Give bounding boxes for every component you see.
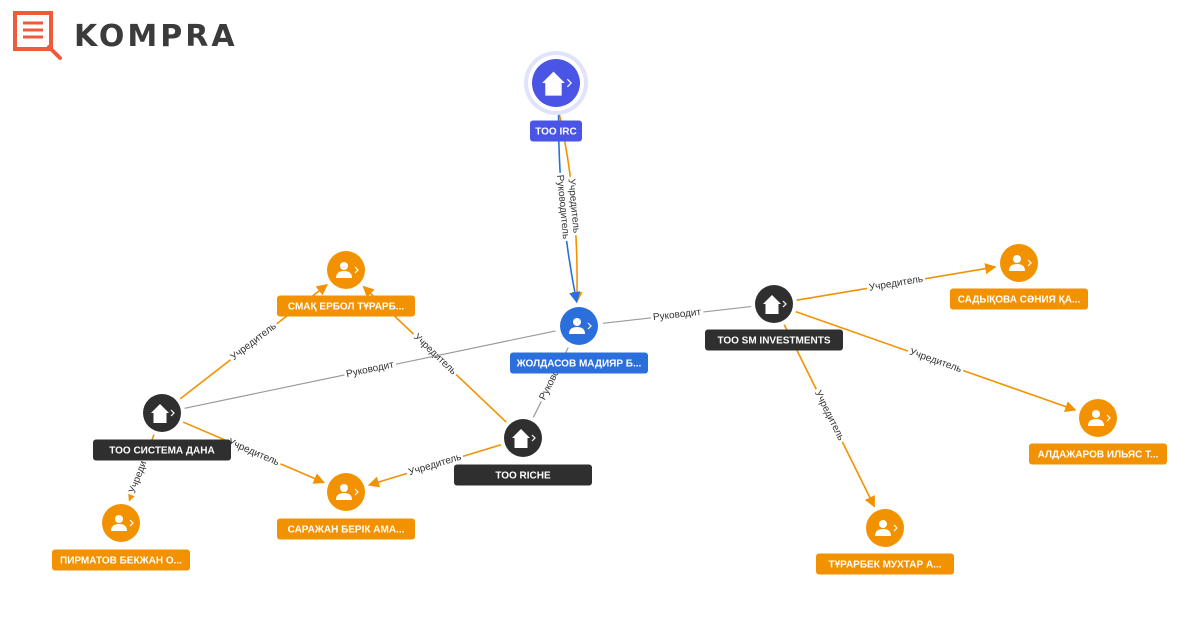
edge-sm-zholdasov[interactable]: Руководит xyxy=(602,305,752,325)
node-label: ПИРМАТОВ БЕКЖАН О... xyxy=(60,556,182,567)
chevron-right-icon xyxy=(566,78,573,88)
node-circle[interactable] xyxy=(102,504,140,542)
person-icon xyxy=(1088,410,1104,426)
node-label-box[interactable] xyxy=(530,120,582,142)
node-label-box[interactable] xyxy=(454,464,592,486)
node-circle[interactable] xyxy=(1079,399,1117,437)
edge-label-group: Учредитель xyxy=(226,318,281,366)
node-sarazhan[interactable]: САРАЖАН БЕРІК АМА... xyxy=(277,473,415,540)
node-pirmatov[interactable]: ПИРМАТОВ БЕКЖАН О... xyxy=(52,504,190,571)
chevron-right-icon xyxy=(129,519,134,527)
person-icon xyxy=(1009,255,1025,271)
edge-label-bg xyxy=(552,172,573,242)
node-label: ТОО SM INVESTMENTS xyxy=(717,336,830,347)
edge-label-group: Руководит xyxy=(650,305,705,325)
node-circle[interactable] xyxy=(560,307,598,345)
node-label: ТОО IRC xyxy=(535,127,576,138)
edge-label-bg xyxy=(226,318,281,366)
chevron-right-icon xyxy=(531,434,536,442)
node-label: САРАЖАН БЕРІК АМА... xyxy=(288,525,405,536)
edge-label-group: Учредитель xyxy=(810,386,848,445)
edge-label-group: Руководит xyxy=(343,357,398,382)
node-label-box[interactable] xyxy=(277,295,415,317)
node-label-box[interactable] xyxy=(950,288,1088,310)
brand-name: KOMPRA xyxy=(74,18,238,54)
edge-label: Руководит xyxy=(652,307,702,323)
node-label: ТОО СИСТЕМА ДАНА xyxy=(109,446,214,457)
kompra-logo[interactable]: KOMPRA xyxy=(12,10,238,62)
edge-label: Учредитель xyxy=(868,274,924,294)
node-label-box[interactable] xyxy=(510,352,648,374)
edge-label: Учредитель xyxy=(812,389,846,443)
edge-label-bg xyxy=(343,357,398,382)
node-label: ТОО RICHE xyxy=(495,471,551,482)
node-label: САДЫҚОВА СӘНИЯ ҚА... xyxy=(958,295,1081,306)
edge-label-bg xyxy=(905,345,966,377)
edge-label-bg xyxy=(810,386,848,445)
building-icon xyxy=(151,404,169,423)
edge-label: Учредитель xyxy=(226,437,281,469)
edge-label-bg xyxy=(409,329,461,380)
edge-label-bg xyxy=(650,305,705,325)
node-smak[interactable]: СМАҚ ЕРБОЛ ТҰРАРБ... xyxy=(277,251,415,317)
node-riche[interactable]: ТОО RICHE xyxy=(454,419,592,486)
node-aldazharov[interactable]: АЛДАЖАРОВ ИЛЬЯС Т... xyxy=(1029,399,1167,465)
node-layer: ТОО IRC СМАҚ ЕРБОЛ ТҰРАРБ... ЖОЛДАСОВ МАДИ… xyxy=(52,51,1167,575)
node-label: АЛДАЖАРОВ ИЛЬЯС Т... xyxy=(1038,450,1159,461)
edge-sistema-zholdasov[interactable]: Руководит xyxy=(184,330,556,409)
building-icon xyxy=(763,295,781,314)
edge-label-group: Учредитель xyxy=(905,345,966,377)
edge-sm-turarbek[interactable]: Учредитель xyxy=(783,324,876,508)
node-label: ТҰРАРБЕК МУХТАР А... xyxy=(828,560,941,571)
node-circle[interactable] xyxy=(866,509,904,547)
chevron-right-icon xyxy=(782,300,787,308)
person-icon xyxy=(336,262,352,278)
building-icon xyxy=(512,429,530,448)
edge-sm-aldazharov[interactable]: Учредитель xyxy=(795,310,1077,412)
edge-label-group: Учредитель xyxy=(409,329,461,380)
node-label-box[interactable] xyxy=(93,439,231,461)
chevron-right-icon xyxy=(1027,259,1032,267)
building-icon xyxy=(542,71,565,96)
node-label: ЖОЛДАСОВ МАДИЯР Б... xyxy=(516,359,642,370)
chevron-right-icon xyxy=(354,266,359,274)
person-icon xyxy=(111,515,127,531)
node-label: СМАҚ ЕРБОЛ ТҰРАРБ... xyxy=(288,302,404,313)
node-zholdasov[interactable]: ЖОЛДАСОВ МАДИЯР Б... xyxy=(510,307,648,374)
edge-label-group: Учредитель xyxy=(223,434,283,470)
edge-label: Руководит xyxy=(345,359,395,380)
edge-label-bg xyxy=(405,450,465,480)
chevron-right-icon xyxy=(354,488,359,496)
node-circle[interactable] xyxy=(1000,244,1038,282)
edge-label-bg xyxy=(223,434,283,470)
person-icon xyxy=(336,484,352,500)
node-sistema[interactable]: ТОО СИСТЕМА ДАНА xyxy=(93,394,231,461)
magnifier-document-icon xyxy=(13,11,62,60)
node-label-box[interactable] xyxy=(1029,443,1167,465)
person-icon xyxy=(569,318,585,334)
node-label-box[interactable] xyxy=(705,329,843,351)
node-circle[interactable] xyxy=(327,473,365,511)
node-label-box[interactable] xyxy=(277,518,415,540)
node-turarbek[interactable]: ТҰРАРБЕК МУХТАР А... xyxy=(816,509,954,575)
person-icon xyxy=(875,520,891,536)
edge-label-group: Учредитель xyxy=(866,272,927,295)
edge-label-group: Руководитель xyxy=(552,172,573,242)
chevron-right-icon xyxy=(170,409,175,417)
node-sm[interactable]: ТОО SM INVESTMENTS xyxy=(705,285,843,351)
chevron-right-icon xyxy=(587,322,592,330)
node-label-box[interactable] xyxy=(816,553,954,575)
node-sadykova[interactable]: САДЫҚОВА СӘНИЯ ҚА... xyxy=(950,244,1088,310)
edge-label: Учредитель xyxy=(229,321,279,363)
edge-label: Учредитель xyxy=(411,332,458,378)
chevron-right-icon xyxy=(1106,414,1111,422)
chevron-right-icon xyxy=(893,524,898,532)
node-irc[interactable]: ТОО IRC xyxy=(524,51,588,142)
edge-label-bg xyxy=(866,272,927,295)
node-circle[interactable] xyxy=(327,251,365,289)
node-label-box[interactable] xyxy=(52,549,190,571)
